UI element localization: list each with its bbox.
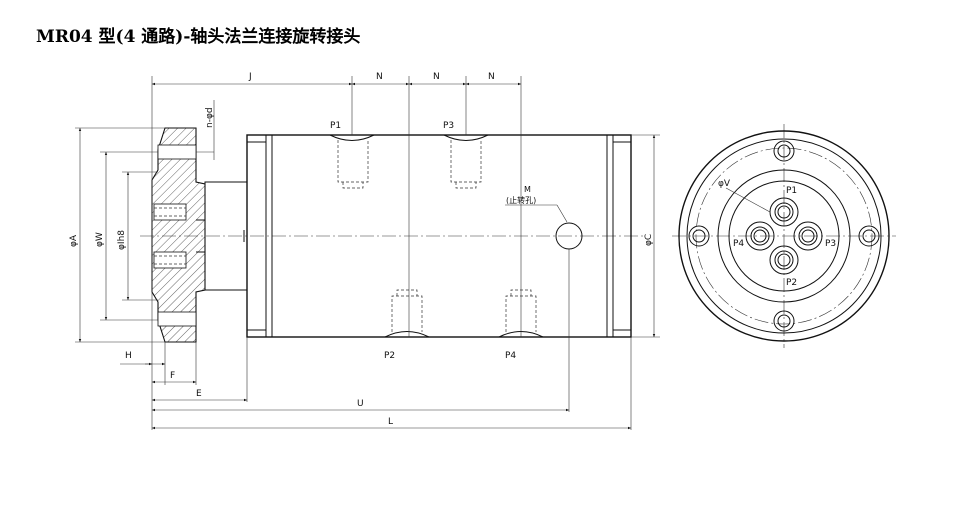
- dim-Ih8: φIh8: [117, 230, 127, 250]
- dim-N-3: N: [488, 72, 495, 82]
- dim-U: U: [357, 399, 364, 409]
- dim-L: L: [388, 417, 393, 427]
- top-ports: [329, 134, 489, 189]
- dim-E: E: [196, 389, 202, 399]
- end-port-P3: P3: [825, 239, 836, 249]
- end-port-P1: P1: [786, 186, 797, 196]
- port-label-P3: P3: [443, 121, 454, 131]
- end-view: φV P1 P2 P4 P3: [672, 124, 896, 348]
- dim-N-2: N: [433, 72, 440, 82]
- dim-N-1: N: [376, 72, 383, 82]
- port-label-P4: P4: [505, 351, 516, 361]
- dim-H: H: [125, 351, 132, 361]
- end-port-P2: P2: [786, 278, 797, 288]
- drawing-title: MR04 型(4 通路)-轴头法兰连接旋转接头: [36, 27, 361, 47]
- port-label-P1: P1: [330, 121, 341, 131]
- passage-ports: [745, 197, 823, 275]
- housing: [243, 134, 632, 338]
- dim-V: φV: [718, 179, 731, 189]
- side-view: J N N N n-φd P1 P3 P2 P4 M (止转孔) φA φW φ…: [69, 72, 660, 430]
- dim-M-note: (止转孔): [506, 195, 536, 205]
- flange-outline: [678, 130, 890, 342]
- dim-J: J: [248, 72, 252, 82]
- flange-section: [151, 127, 206, 343]
- bolt-holes: [688, 140, 880, 332]
- dim-W: φW: [95, 232, 105, 247]
- dim-A: φA: [69, 234, 79, 247]
- dim-C: φC: [644, 234, 654, 246]
- dim-M: M: [524, 185, 531, 194]
- dim-n-d: n-φd: [205, 107, 215, 128]
- end-port-P4: P4: [733, 239, 744, 249]
- port-label-P2: P2: [384, 351, 395, 361]
- dim-F: F: [170, 371, 175, 381]
